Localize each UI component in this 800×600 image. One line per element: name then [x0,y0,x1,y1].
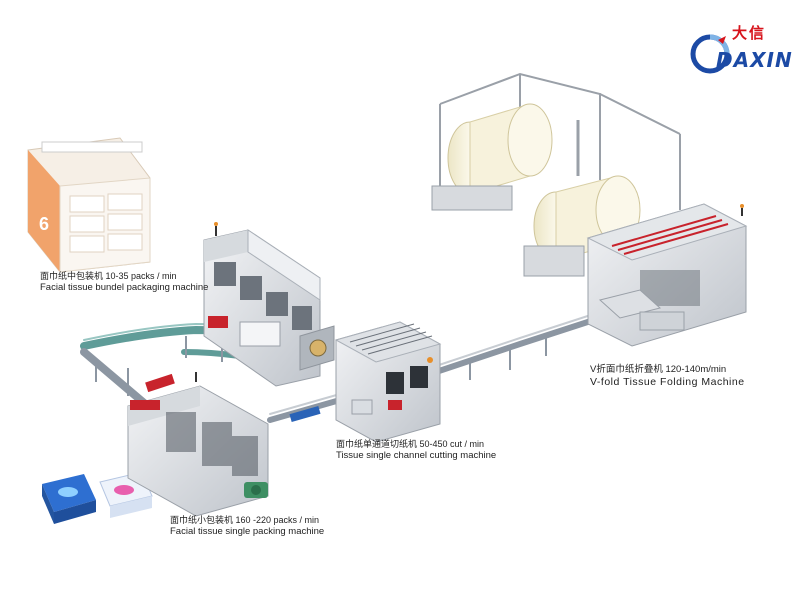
label-cutting-en: Tissue single channel cutting machine [336,450,497,461]
single-packing-machine [127,372,269,517]
label-bundle-cn: 面巾纸中包装机 10-35 packs / min [40,271,177,281]
bundle-packaging-machine [203,222,335,387]
bundle-pack-photo: 6 [27,137,151,273]
label-bundle-machine: 面巾纸中包装机 10-35 packs / min Facial tissue … [40,270,208,294]
v-fold-folding-machine [431,72,748,347]
logo-ring-icon [690,34,730,74]
label-single-en: Facial tissue single packing machine [170,526,325,537]
label-bundle-en: Facial tissue bundel packaging machine [40,282,209,293]
label-cutting-cn: 面巾纸单通道切纸机 50-450 cut / min [336,439,485,449]
label-vfold-cn: V折面巾纸折叠机 120-140m/min [590,364,727,375]
cutting-machine [334,321,442,443]
label-cutting-machine: 面巾纸单通道切纸机 50-450 cut / min Tissue single… [336,438,496,462]
label-vfold-machine: V折面巾纸折叠机 120-140m/min V-fold Tissue Fold… [590,364,745,388]
single-pack-photo [42,471,153,524]
label-vfold-en: V-fold Tissue Folding Machine [590,376,745,388]
bundle-pack-count: 6 [39,214,49,234]
logo-english-text: DAXIN [716,48,793,72]
conveyor-legs [95,336,547,396]
blue-guard-conveyor [289,406,321,422]
logo-chinese-text: 大信 [732,24,767,42]
label-single-cn: 面巾纸小包装机 160 -220 packs / min [170,515,320,525]
red-guard-conveyor [145,373,175,393]
daxin-logo: 大信 DAXIN [690,22,794,78]
label-single-machine: 面巾纸小包装机 160 -220 packs / min Facial tiss… [170,514,324,538]
